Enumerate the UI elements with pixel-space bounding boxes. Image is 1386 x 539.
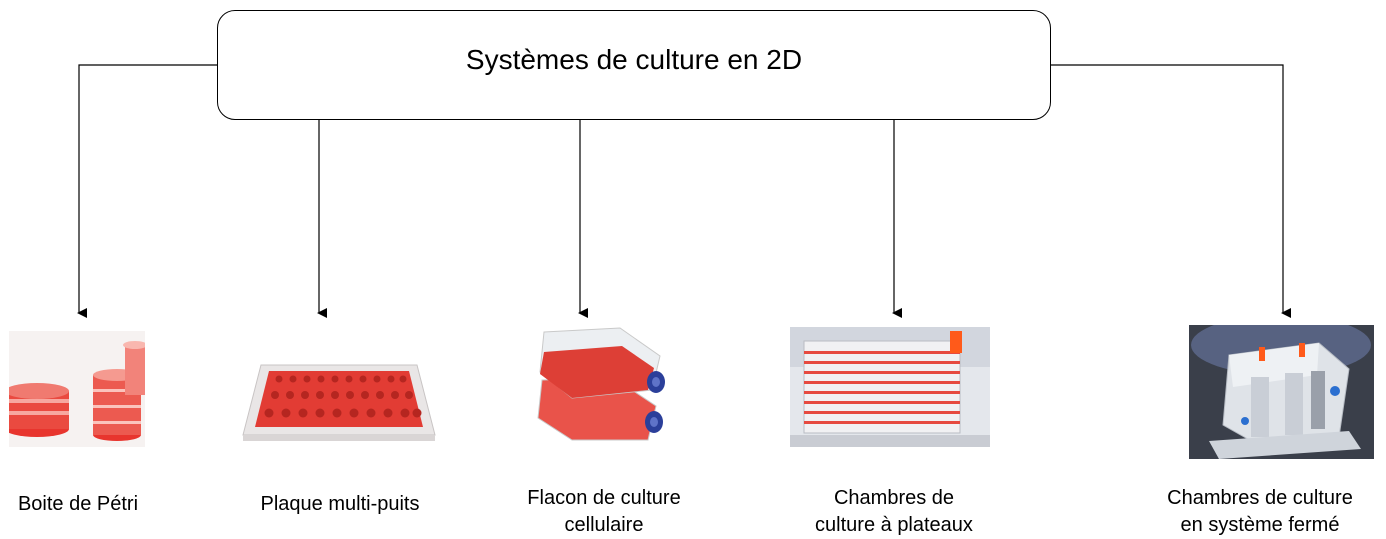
label-line: Chambres de culture <box>1167 487 1353 509</box>
orange-cap <box>950 331 962 353</box>
tray-stack <box>803 340 961 434</box>
tray-chambers-image <box>790 327 990 447</box>
label-line: Boite de Pétri <box>17 493 139 515</box>
label-line: cellulaire <box>564 514 644 536</box>
label-line: Chambres de <box>833 487 955 509</box>
multiwell-plate-image <box>242 364 436 441</box>
petri-stack-left <box>9 383 69 437</box>
well-grid <box>264 375 422 418</box>
root-node-label: Systèmes de culture en 2D <box>465 44 803 75</box>
closed-system-unit <box>1209 342 1361 459</box>
closed-system-image <box>1189 325 1374 459</box>
label-petri-dish: Boite de Pétri <box>0 491 188 518</box>
connector-closed-system <box>1051 64 1291 318</box>
label-line: en système fermé <box>1180 514 1340 536</box>
label-line: Plaque multi-puits <box>260 493 420 515</box>
label-culture-flask: Flacon de culture cellulaire <box>494 485 714 539</box>
flask-top <box>539 327 665 399</box>
label-line: culture à plateaux <box>815 514 973 536</box>
root-node: Systèmes de culture en 2D <box>217 10 1051 120</box>
label-tray-chambers: Chambres de culture à plateaux <box>784 485 1004 539</box>
petri-stack-back <box>123 341 145 395</box>
culture-flask-image <box>537 327 665 441</box>
petri-dish-image <box>9 331 145 447</box>
label-line: Flacon de culture <box>527 487 681 509</box>
label-closed-system: Chambres de culture en système fermé <box>1140 485 1380 539</box>
label-multiwell-plate: Plaque multi-puits <box>230 491 450 518</box>
connector-petri <box>77 64 217 318</box>
